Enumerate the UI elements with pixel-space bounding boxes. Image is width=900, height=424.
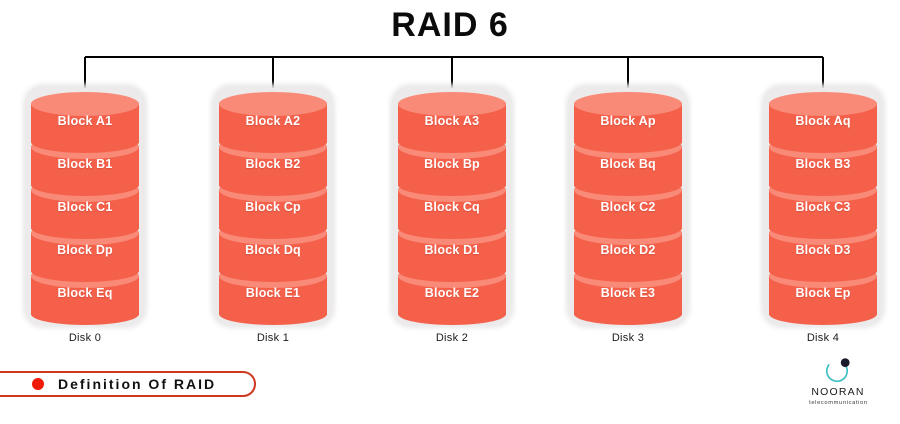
disk-stack-3: Block Ap Block Bq Block C2 Block D2 Bloc… bbox=[570, 88, 686, 325]
nooran-logo: NOORAN telecommunication bbox=[790, 356, 886, 418]
disk-stack-0: Block A1 Block B1 Block C1 Block Dp Bloc… bbox=[27, 88, 143, 325]
nooran-ring-icon bbox=[824, 356, 852, 384]
badge-label: Definition Of RAID bbox=[58, 376, 217, 392]
disk-stack-1: Block A2 Block B2 Block Cp Block Dq Bloc… bbox=[215, 88, 331, 325]
disk-column-1[interactable]: Block A2 Block B2 Block Cp Block Dq Bloc… bbox=[211, 88, 335, 344]
disk-label: Disk 4 bbox=[806, 332, 840, 344]
disk-label: Disk 2 bbox=[435, 332, 469, 344]
definition-of-raid-badge[interactable]: Definition Of RAID bbox=[0, 371, 256, 397]
disk-label: Disk 0 bbox=[68, 332, 102, 344]
page-title: RAID 6 bbox=[391, 6, 509, 44]
disk-stack-2: Block A3 Block Bp Block Cq Block D1 Bloc… bbox=[394, 88, 510, 325]
disk-block[interactable]: Block Aq bbox=[769, 92, 877, 153]
logo-tagline: telecommunication bbox=[808, 399, 868, 406]
disk-label: Disk 3 bbox=[611, 332, 645, 344]
disk-column-3[interactable]: Block Ap Block Bq Block C2 Block D2 Bloc… bbox=[566, 88, 690, 344]
disk-stack-4: Block Aq Block B3 Block C3 Block D3 Bloc… bbox=[765, 88, 881, 325]
disk-block[interactable]: Block A2 bbox=[219, 92, 327, 153]
disk-array: Block A1 Block B1 Block C1 Block Dp Bloc… bbox=[0, 88, 900, 348]
disk-block[interactable]: Block A3 bbox=[398, 92, 506, 153]
disk-label: Disk 1 bbox=[256, 332, 290, 344]
disk-column-4[interactable]: Block Aq Block B3 Block C3 Block D3 Bloc… bbox=[761, 88, 885, 344]
disk-block[interactable]: Block Ap bbox=[574, 92, 682, 153]
disk-column-2[interactable]: Block A3 Block Bp Block Cq Block D1 Bloc… bbox=[390, 88, 514, 344]
bullet-dot-icon bbox=[32, 378, 44, 390]
logo-wordmark: NOORAN bbox=[811, 386, 865, 398]
disk-column-0[interactable]: Block A1 Block B1 Block C1 Block Dp Bloc… bbox=[23, 88, 147, 344]
disk-block[interactable]: Block A1 bbox=[31, 92, 139, 153]
